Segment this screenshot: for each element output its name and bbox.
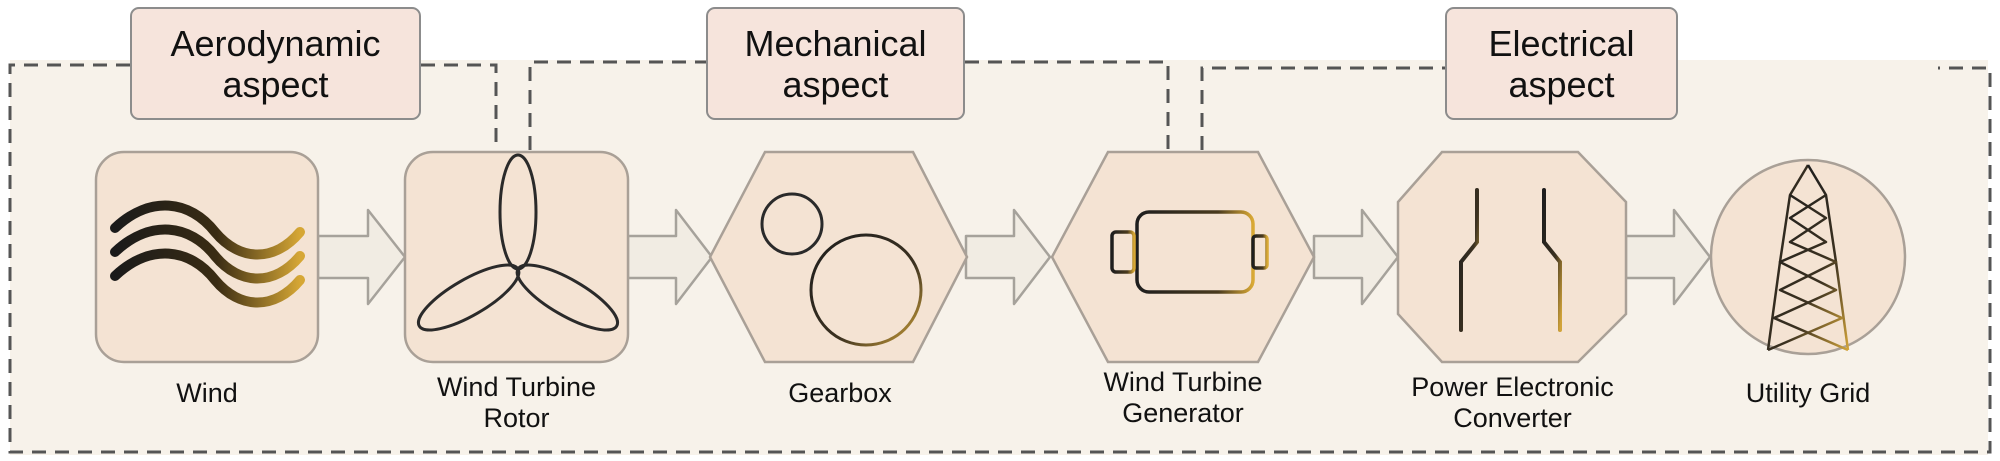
arrow-converter-to-grid xyxy=(1624,208,1712,306)
arrow-generator-to-converter xyxy=(1312,208,1400,306)
electrical-aspect-box: Electrical aspect xyxy=(1445,7,1678,120)
mechanical-aspect-line1: Mechanical xyxy=(744,22,927,64)
rotor-icon xyxy=(416,153,620,332)
gearbox-label-line1: Gearbox xyxy=(788,378,892,408)
grid-label: Utility Grid xyxy=(1703,378,1913,409)
rotor-label-line2: Rotor xyxy=(483,403,550,433)
arrow-wind-to-rotor xyxy=(316,208,407,306)
grid-node xyxy=(1709,158,1907,356)
generator-icon xyxy=(1098,210,1269,294)
mechanical-aspect-box: Mechanical aspect xyxy=(706,7,965,120)
gearbox-node xyxy=(708,150,969,364)
wind-node xyxy=(94,150,320,364)
gears-icon xyxy=(760,192,923,347)
generator-label: Wind Turbine Generator xyxy=(1068,367,1298,429)
generator-label-line2: Generator xyxy=(1122,398,1244,428)
electrical-aspect-line2: aspect xyxy=(1508,63,1615,105)
aerodynamic-group-connector xyxy=(421,63,498,150)
electrical-group-border xyxy=(1200,66,1445,150)
rotor-node xyxy=(403,150,630,364)
converter-label: Power Electronic Converter xyxy=(1385,372,1640,434)
converter-label-line1: Power Electronic xyxy=(1411,372,1614,402)
wind-label: Wind xyxy=(107,378,307,409)
aerodynamic-aspect-box: Aerodynamic aspect xyxy=(130,7,421,120)
wind-label-line1: Wind xyxy=(176,378,238,408)
aerodynamic-aspect-line1: Aerodynamic xyxy=(170,22,381,64)
converter-label-line2: Converter xyxy=(1453,403,1572,433)
generator-node xyxy=(1050,150,1316,364)
transmission-tower-icon xyxy=(1760,164,1856,352)
aerodynamic-group-border xyxy=(8,63,1992,454)
gearbox-label: Gearbox xyxy=(740,378,940,409)
electrical-aspect-line1: Electrical xyxy=(1488,22,1635,64)
mechanical-aspect-line2: aspect xyxy=(782,63,889,105)
rotor-label: Wind Turbine Rotor xyxy=(405,372,628,434)
mechanical-group-border xyxy=(528,60,1170,150)
flow-arrows xyxy=(316,208,1712,306)
arrow-gearbox-to-generator xyxy=(964,208,1052,306)
aerodynamic-aspect-line2: aspect xyxy=(222,63,329,105)
converter-icon xyxy=(1459,188,1562,332)
arrow-rotor-to-gearbox xyxy=(626,208,714,306)
wind-icon xyxy=(110,200,305,308)
converter-node xyxy=(1396,150,1628,364)
generator-label-line1: Wind Turbine xyxy=(1103,367,1263,397)
rotor-label-line1: Wind Turbine xyxy=(436,372,597,402)
grid-label-line1: Utility Grid xyxy=(1745,378,1871,408)
